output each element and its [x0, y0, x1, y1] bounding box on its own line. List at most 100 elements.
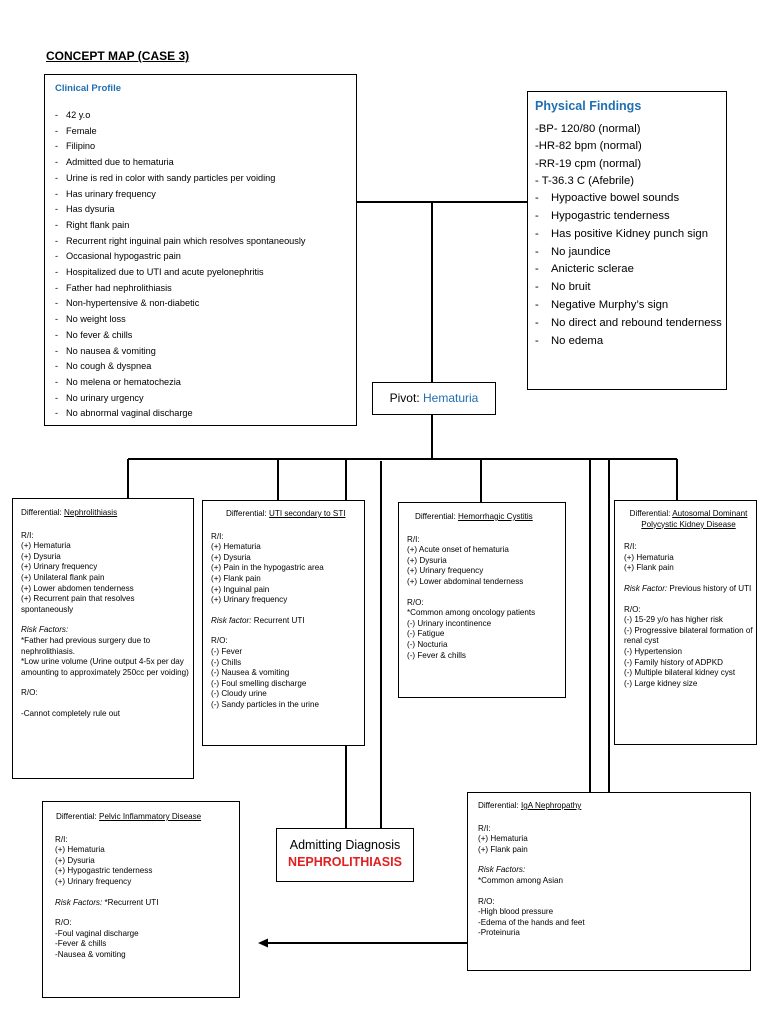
ro-item: (-) Nocturia [407, 639, 448, 649]
differential-name: Pelvic Inflammatory Disease [99, 812, 202, 821]
ro-item: -Nausea & vomiting [55, 949, 126, 959]
ri-label: R/I: [624, 542, 637, 552]
ri-item: (+) Lower abdomen tenderness [21, 583, 134, 593]
ri-label: R/I: [478, 823, 491, 833]
risk-value: Recurrent UTI [251, 615, 305, 625]
ro-item: (-) Multiple bilateral kidney cyst [624, 668, 736, 678]
ro-item: (-) Fever [211, 646, 243, 656]
differential-name: UTI secondary to STI [269, 509, 346, 518]
ro-item: -Cannot completely rule out [21, 708, 120, 718]
ro-item: (-) Fever & chills [407, 650, 466, 660]
pivot-box: Pivot: Hematuria [372, 382, 496, 415]
differential-uti-box: Differential: UTI secondary to STI R/I: … [202, 500, 365, 746]
list-item: Anicteric sclerae [535, 261, 726, 279]
ri-item: (+) Urinary frequency [55, 876, 132, 886]
ro-label: R/O: [21, 688, 38, 698]
ri-item: (+) Urinary frequency [407, 566, 484, 576]
ro-item: (-) Large kidney size [624, 678, 698, 688]
ri-item: (+) Urinary frequency [211, 595, 288, 605]
list-item: Admitted due to hematuria [55, 155, 356, 171]
ri-item: (+) Hematuria [211, 542, 261, 552]
physical-findings-list: Hypoactive bowel sounds Hypogastric tend… [535, 190, 726, 350]
differential-prefix: Differential: [415, 512, 459, 521]
list-item: Negative Murphy’s sign [535, 297, 726, 315]
risk-line: Risk factor: Recurrent UTI [211, 616, 361, 627]
ro-item: (-) Family history of ADPKD [624, 657, 723, 667]
list-item: No bruit [535, 279, 726, 297]
admitting-diagnosis-box: Admitting Diagnosis NEPHROLITHIASIS [276, 828, 414, 882]
differential-prefix: Differential: [478, 801, 522, 810]
list-item: No melena or hematochezia [55, 375, 356, 391]
ro-item: (-) Hypertension [624, 646, 683, 656]
page-title: CONCEPT MAP (CASE 3) [46, 49, 190, 63]
list-item: Father had nephrolithiasis [55, 281, 356, 297]
list-item: Recurrent right inguinal pain which reso… [55, 234, 356, 250]
differential-hemorrhagic-cystitis-box: Differential: Hemorrhagic Cystitis R/I: … [398, 502, 566, 698]
ri-label: R/I: [55, 834, 68, 844]
ri-item: (+) Flank pain [211, 573, 261, 583]
risk-item: *Common among Asian [478, 875, 564, 885]
ro-item: (-) Foul smelling discharge [211, 678, 307, 688]
differential-heading: Differential: UTI secondary to STI [211, 509, 361, 520]
differential-name: Hemorrhagic Cystitis [458, 512, 533, 521]
ro-label: R/O: [478, 896, 495, 906]
ri-item: (+) Hematuria [55, 845, 105, 855]
ri-item: (+) Hematuria [624, 552, 674, 562]
differential-nephrolithiasis-box: Differential: Nephrolithiasis R/I: (+) H… [12, 498, 194, 779]
ri-item: (+) Hematuria [478, 834, 528, 844]
physical-findings-heading: Physical Findings [535, 99, 642, 113]
physical-findings-box: Physical Findings -BP- 120/80 (normal) -… [527, 91, 727, 390]
ri-item: (+) Recurrent pain that resolves spontan… [21, 594, 135, 614]
ri-item: (+) Dysuria [21, 551, 61, 561]
pivot-label: Pivot: [389, 391, 423, 405]
ro-item: (-) Chills [211, 657, 242, 667]
list-item: No nausea & vomiting [55, 344, 356, 360]
vital-sign: -HR-82 bpm (normal) [535, 140, 642, 153]
list-item: No abnormal vaginal discharge [55, 406, 356, 422]
risk-value: Previous history of UTI [667, 583, 752, 593]
ro-item: -Edema of the hands and feet [478, 917, 585, 927]
ri-item: (+) Urinary frequency [21, 562, 98, 572]
ri-item: (+) Unilateral flank pain [21, 572, 105, 582]
differential-heading: Differential: Pelvic Inflammatory Diseas… [55, 812, 236, 823]
risk-value: *Recurrent UTI [102, 897, 159, 907]
differential-prefix: Differential: [226, 509, 270, 518]
ri-item: (+) Flank pain [478, 844, 528, 854]
ro-item: (-) Progressive bilateral formation of r… [624, 625, 753, 646]
differential-prefix: Differential: [629, 509, 673, 518]
vital-sign: -BP- 120/80 (normal) [535, 123, 641, 135]
ro-item: *Common among oncology patients [407, 608, 536, 618]
risk-label: Risk Factors: [55, 897, 103, 907]
arrowhead-pid [258, 938, 268, 948]
differential-pid-box: Differential: Pelvic Inflammatory Diseas… [42, 801, 240, 998]
differential-heading: Differential: Hemorrhagic Cystitis [407, 512, 562, 523]
ro-item: -Fever & chills [55, 939, 107, 949]
list-item: Filipino [55, 139, 356, 155]
list-item: No weight loss [55, 312, 356, 328]
risk-line: Risk Factor: Previous history of UTI [624, 584, 753, 595]
list-item: Right flank pain [55, 218, 356, 234]
list-item: 42 y.o [55, 108, 356, 124]
ri-item: (+) Pain in the hypogastric area [211, 563, 324, 573]
admitting-diagnosis-label: Admitting Diagnosis [289, 838, 401, 852]
list-item: Has urinary frequency [55, 187, 356, 203]
risk-label: Risk factor: [211, 615, 252, 625]
risk-label: Risk Factor: [624, 583, 668, 593]
differential-name: Autosomal Dominant Polycystic Kidney Dis… [641, 509, 748, 529]
differential-heading: Differential: IgA Nephropathy [478, 801, 747, 812]
risk-label: Risk Factors: [478, 865, 526, 875]
clinical-profile-box: Clinical Profile 42 y.o Female Filipino … [44, 74, 357, 426]
ro-label: R/O: [624, 604, 641, 614]
ro-item: (-) Nausea & vomiting [211, 668, 290, 678]
ri-item: (+) Hematuria [21, 541, 71, 551]
ri-label: R/I: [21, 530, 34, 540]
risk-label: Risk Factors: [21, 625, 69, 635]
list-item: Urine is red in color with sandy particl… [55, 171, 356, 187]
ri-item: (+) Inguinal pain [211, 584, 270, 594]
list-item: No fever & chills [55, 328, 356, 344]
clinical-profile-list: 42 y.o Female Filipino Admitted due to h… [55, 108, 356, 422]
ri-label: R/I: [211, 531, 224, 541]
ri-item: (+) Flank pain [624, 563, 674, 573]
risk-line: Risk Factors: *Recurrent UTI [55, 898, 236, 909]
